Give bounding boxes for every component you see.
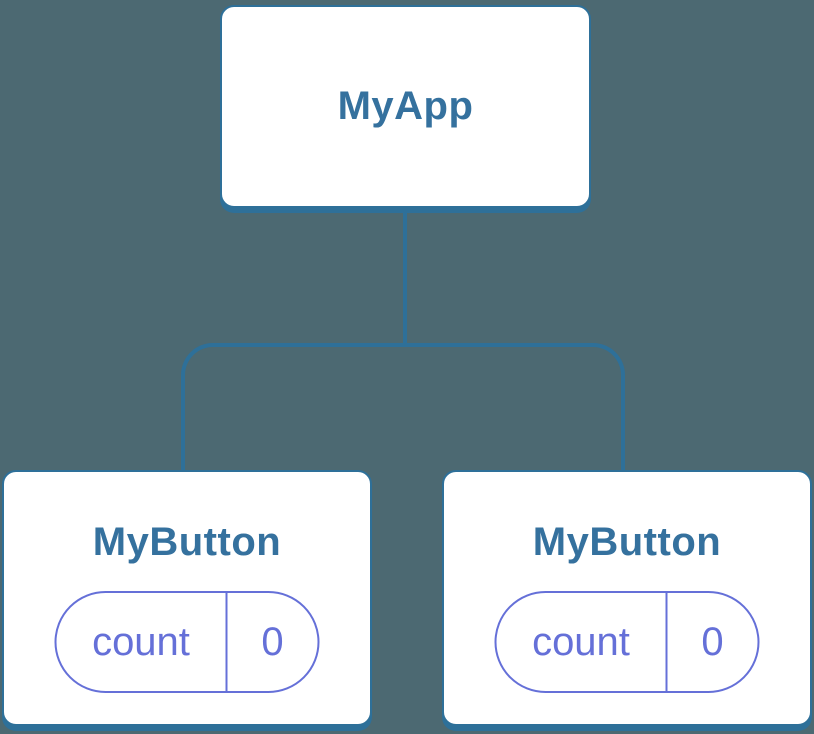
connector-branch-bracket <box>181 343 625 470</box>
tree-node-root: MyApp <box>220 5 591 208</box>
state-value-label: 0 <box>225 593 318 691</box>
state-key-label: count <box>532 619 630 664</box>
tree-node-child-1: MyButton count 0 <box>2 470 372 726</box>
state-value-label: 0 <box>665 593 758 691</box>
state-badge: count 0 <box>494 591 760 693</box>
state-key-label: count <box>92 619 190 664</box>
connector-root-stem <box>403 210 407 345</box>
root-node-label: MyApp <box>337 84 474 128</box>
child-node-label: MyButton <box>92 520 282 564</box>
child-node-label: MyButton <box>532 520 722 564</box>
state-badge: count 0 <box>54 591 320 693</box>
tree-node-child-2: MyButton count 0 <box>442 470 812 726</box>
